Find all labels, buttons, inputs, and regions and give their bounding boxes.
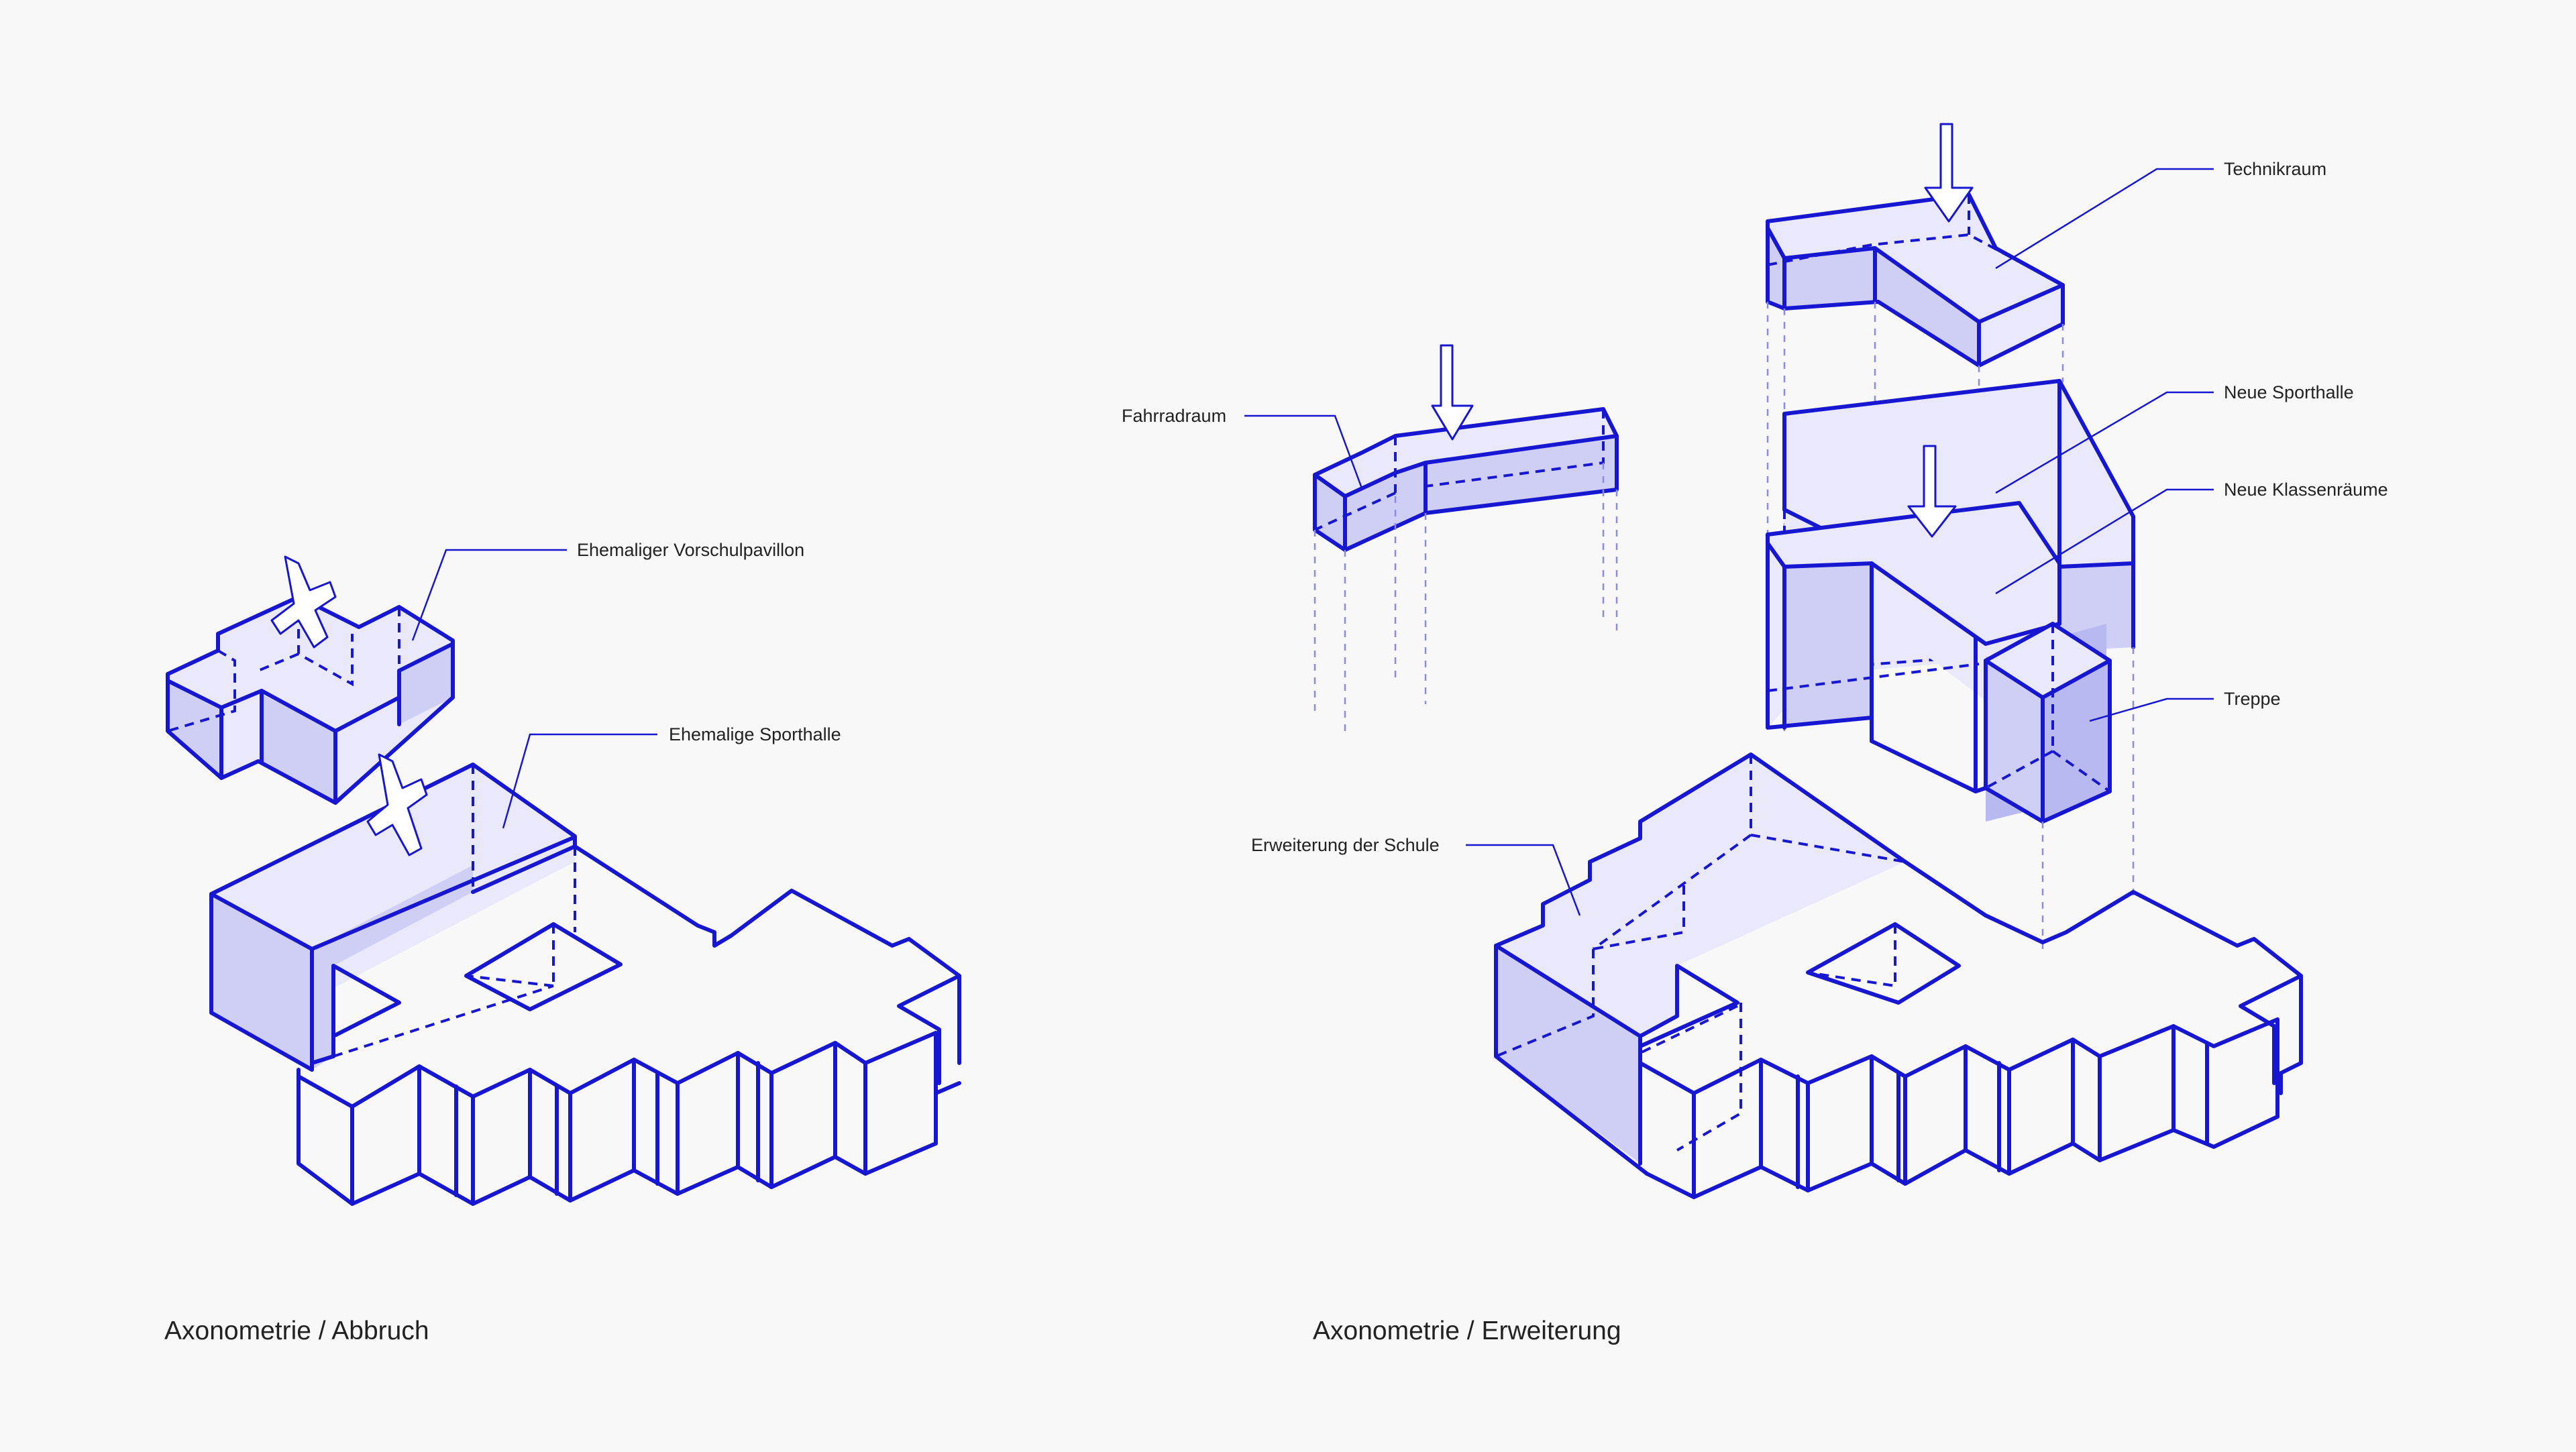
leader-fahrradraum xyxy=(1244,414,1363,489)
leader-sporthalle xyxy=(502,733,657,829)
leader-pavillon xyxy=(411,549,567,641)
label-new-sports-hall: Neue Sporthalle xyxy=(2224,382,2354,402)
caption-right: Axonometrie / Erweiterung xyxy=(1313,1317,1621,1345)
label-new-classrooms: Neue Klassenräume xyxy=(2224,480,2388,500)
school-extension xyxy=(1494,752,2303,1199)
down-arrow-icon xyxy=(1907,445,1957,538)
leader-neue-klassenraeume xyxy=(1995,488,2214,595)
leader-neue-sporthalle xyxy=(1995,391,2214,494)
technical-room xyxy=(1766,192,2065,738)
caption-left: Axonometrie / Abbruch xyxy=(164,1317,429,1345)
down-arrow-icon xyxy=(1431,344,1474,441)
right-diagram: Technikraum Fahrradraum Neue Sporthalle … xyxy=(1122,123,2388,1345)
former-sports-hall xyxy=(209,763,577,1072)
label-bicycle-room: Fahrradraum xyxy=(1122,406,1226,426)
left-diagram: Ehemaliger Vorschulpavillon Ehemalige Sp… xyxy=(164,540,961,1345)
leader-technikraum xyxy=(1995,168,2214,270)
demolition-cross-icon xyxy=(366,753,428,856)
staircase xyxy=(1984,622,2112,952)
existing-school-base xyxy=(297,844,961,1206)
label-school-extension: Erweiterung der Schule xyxy=(1251,835,1440,855)
leader-treppe xyxy=(2089,697,2214,722)
leader-erweiterung xyxy=(1466,844,1581,916)
label-technical-room: Technikraum xyxy=(2224,159,2326,179)
demolition-cross-icon xyxy=(270,555,337,649)
down-arrow-icon xyxy=(1924,123,1974,223)
label-former-sports-hall: Ehemalige Sporthalle xyxy=(669,724,841,744)
label-staircase: Treppe xyxy=(2224,689,2281,709)
former-preschool-pavilion xyxy=(166,595,455,805)
bicycle-room xyxy=(1313,407,1619,738)
label-former-preschool-pavilion: Ehemaliger Vorschulpavillon xyxy=(577,540,804,560)
